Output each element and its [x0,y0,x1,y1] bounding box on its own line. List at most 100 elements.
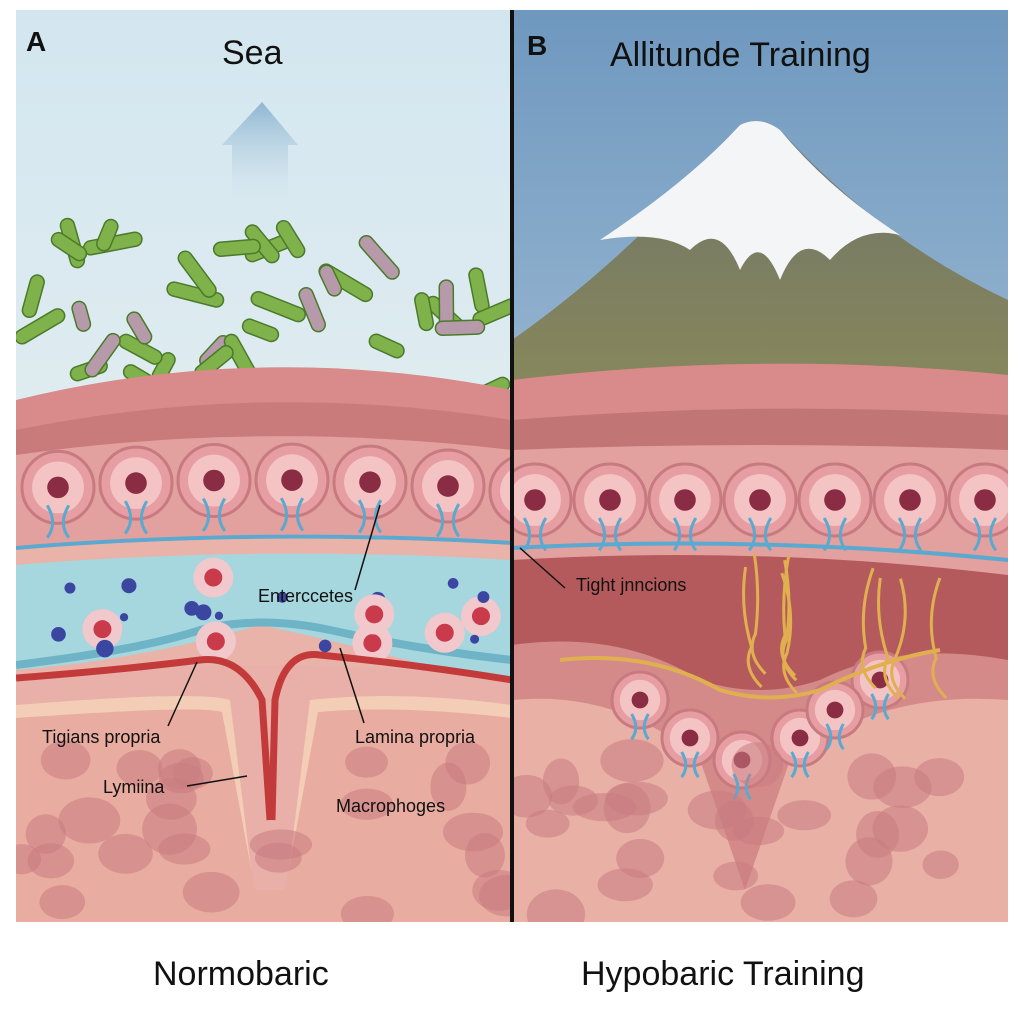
enterocyte-row-a [16,442,512,550]
label-macrophages: Macrophoges [336,796,446,816]
tight-junction [597,517,623,552]
cell-nucleus [437,475,459,497]
capillary [780,555,797,677]
macrophage-nucleus [471,607,490,626]
bacterium [50,231,88,262]
macrophage-nucleus [435,623,454,642]
bacterium [84,332,121,378]
tight-junction [123,500,149,535]
tissue-cell [713,861,759,891]
pointer-tight-junctions [519,547,566,589]
up-arrow-icon [222,102,298,200]
panel-a-illustration [16,10,512,922]
tissue-cell [873,766,932,809]
lymphocyte [276,591,288,603]
tissue-cell [39,885,86,920]
tissue-cell [340,788,394,820]
tissue-cell [98,833,153,874]
tissue-cell [182,871,240,913]
tight-junction [435,503,461,538]
cell-nucleus [125,472,147,494]
bacterium [241,318,280,343]
cell-nucleus [281,469,303,491]
lymphocyte [184,600,200,616]
capillary [929,577,948,700]
tight-junction [870,693,890,721]
lymphocyte [447,578,459,589]
tight-junction [672,517,698,552]
tight-junction [790,751,810,779]
cell-nucleus [524,489,546,511]
tissue-cell [845,837,893,886]
tissue-cell [345,746,388,778]
bacterium [96,218,119,252]
cell-nucleus [824,489,846,511]
tight-junction [897,517,923,552]
enterocyte-row-b [512,462,1008,562]
bacterium [166,281,225,308]
cell-nucleus [599,489,621,511]
panel-a-letter: A [26,26,47,57]
bacterium [212,238,261,257]
lymphocyte [470,634,480,644]
tissue-cell [116,749,163,787]
junction-line [16,534,512,550]
tight-junction [680,751,700,779]
bacterium [126,311,153,345]
tissue-cell [142,803,197,855]
tight-junction [357,499,383,534]
lymphocyte [318,639,332,653]
macrophage-nucleus [93,620,112,639]
tissue-cell [548,785,599,816]
lymphocyte [96,639,114,658]
tissue-cell [526,889,586,922]
bacterium [250,290,306,323]
cell-nucleus [631,691,649,709]
bacterium [16,308,66,345]
tight-junction [747,517,773,552]
tight-junction [279,497,305,532]
lymphocyte [51,627,66,642]
tissue-cell [525,809,570,838]
macrophage-nucleus [363,634,382,653]
bacterium [318,264,343,297]
capillary [559,648,941,700]
label-lymiina: Lymiina [103,777,165,797]
tissue-cell [340,895,394,922]
bacterium [177,250,217,298]
macrophage-nucleus [204,568,223,587]
bacterium [414,292,435,332]
caption-normobaric: Normobaric [153,955,329,993]
label-lamina-propria: Lamina propria [355,727,476,747]
tissue-cell [829,880,878,918]
tissue-cell [464,833,505,878]
tissue-cell [740,884,796,921]
capillary-network [559,553,948,700]
label-tight-junctions: Tight jnncions [576,575,687,595]
tissue-cell [40,740,91,780]
tissue-cell [922,850,959,879]
tissue-cell [714,800,754,842]
lymphocyte [477,591,490,604]
snow-cap [600,121,900,280]
tissue-cell [597,868,653,902]
tight-junction [825,723,845,751]
panel-a-title: Sea [222,34,283,72]
cell-body [500,469,512,513]
pointer-enterocytes [354,504,381,591]
macrophage-nucleus [365,605,384,624]
cell-nucleus [826,701,844,719]
cell-nucleus [749,489,771,511]
tissue-cell [777,800,832,831]
cell-nucleus [974,489,996,511]
tight-junction [972,517,998,552]
cell-nucleus [203,469,225,492]
capillary [780,572,799,695]
lymphocyte [195,604,212,621]
cell-nucleus [899,489,921,511]
tissue-cell [872,805,929,852]
mountain [512,121,1008,420]
cell-nucleus [681,729,699,747]
bacterium [275,219,306,259]
